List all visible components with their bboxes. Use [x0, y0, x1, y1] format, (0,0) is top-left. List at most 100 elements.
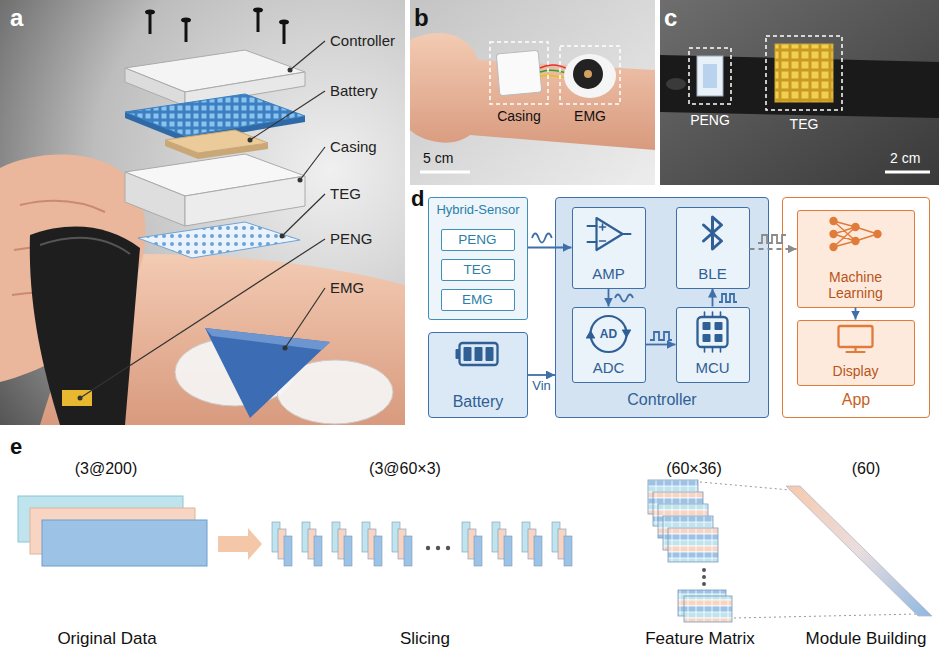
battery-holder — [125, 94, 305, 136]
part-label: Controller — [330, 32, 395, 49]
controller-box: Controller AMP BLE AD ADC MCU — [555, 197, 769, 418]
app-box: AppMachine LearningDisplay — [782, 197, 930, 418]
slice-group — [404, 536, 412, 566]
ellipsis-dots — [702, 575, 706, 579]
screw — [185, 20, 188, 42]
panel-background — [0, 0, 405, 425]
panel-letter: e — [10, 434, 22, 459]
part-label: PENG — [690, 112, 730, 128]
module-box: BLE — [676, 207, 750, 289]
module-box: AD ADC — [572, 307, 646, 383]
teg-part — [138, 222, 300, 258]
wrist-illustration — [0, 0, 405, 425]
stage-label: Slicing — [400, 629, 450, 649]
module-box: AMP — [572, 207, 646, 289]
ellipsis-dots — [702, 582, 706, 586]
icon — [677, 308, 748, 354]
controller-part — [125, 50, 305, 106]
leader-line — [290, 41, 325, 70]
stage-label: Module Building — [806, 629, 927, 649]
module-box: MCU — [676, 307, 750, 383]
leader-line — [285, 288, 325, 348]
icon-shape — [702, 322, 710, 330]
icon-stroke — [833, 221, 877, 247]
icon-shape — [851, 222, 859, 230]
node-label: MCU — [680, 359, 746, 376]
dimension-label: (60) — [852, 460, 880, 478]
part-label: Casing — [330, 138, 377, 155]
icon-shape — [873, 229, 881, 237]
electrode-pad — [564, 54, 616, 98]
slice-group — [344, 536, 352, 566]
icon-shape — [851, 236, 859, 244]
arm — [410, 33, 655, 150]
projection-line — [700, 482, 790, 490]
icon-shape — [456, 349, 460, 359]
dashed-frame — [490, 42, 548, 104]
feature-matrix — [684, 596, 732, 622]
feature-matrix — [648, 480, 732, 622]
icon-stroke — [587, 226, 630, 242]
peng-photo-inner — [703, 64, 717, 88]
dashed-frame — [560, 46, 620, 104]
part-label: Battery — [330, 82, 378, 99]
connector — [528, 247, 572, 249]
leader-line — [80, 239, 325, 398]
leader-dot — [280, 234, 285, 239]
scale-bar — [885, 171, 930, 174]
icon-stroke — [599, 224, 605, 241]
part-label: Casing — [497, 108, 541, 124]
band-highlight — [40, 238, 130, 254]
connector — [608, 289, 610, 307]
node-label: Display — [801, 363, 911, 379]
leader-dot — [78, 396, 83, 401]
scale-label: 2 cm — [890, 150, 920, 166]
casing-part — [125, 172, 185, 226]
leader-line — [250, 91, 325, 140]
node-label: ADC — [576, 359, 642, 376]
connector — [855, 308, 857, 320]
photo-worn-device — [410, 0, 655, 185]
node-label: Controller — [559, 391, 765, 409]
sensor-box: EMG — [441, 289, 515, 311]
slice-group — [564, 536, 572, 566]
teg-photo — [775, 44, 833, 102]
ellipsis-dots — [426, 546, 430, 550]
panel-letter: d — [411, 186, 424, 211]
icon — [429, 333, 526, 377]
scale-label: 5 cm — [423, 150, 453, 166]
projection-line — [734, 614, 918, 618]
screw — [253, 8, 263, 13]
signal-wave — [532, 234, 786, 341]
signal-strip — [42, 520, 207, 566]
battery-part — [165, 130, 268, 159]
icon — [677, 208, 748, 256]
panel-background — [660, 0, 939, 185]
slice-group — [374, 536, 382, 566]
icon-shape — [460, 343, 498, 365]
leader-dot — [298, 178, 303, 183]
emg-sensor — [205, 328, 330, 418]
square-wave — [719, 294, 737, 302]
icon — [798, 321, 913, 357]
icon-shape — [829, 242, 837, 250]
icon-stroke — [846, 347, 864, 352]
sensor-group: Hybrid-SensorPENGTEGEMG — [428, 197, 528, 320]
node-label: AMP — [576, 265, 642, 282]
leader-line — [282, 194, 325, 236]
slice-group — [474, 536, 482, 566]
leader-dot — [248, 138, 253, 143]
screw — [279, 20, 289, 25]
screw — [145, 8, 289, 45]
ellipsis-dots — [426, 546, 706, 586]
battery-part — [165, 130, 268, 153]
slice-group — [534, 536, 542, 566]
part-label: EMG — [574, 108, 606, 124]
icon-stroke — [703, 217, 721, 249]
icon-shape — [697, 317, 727, 347]
sine-wave — [532, 234, 552, 243]
casing-part — [185, 176, 305, 226]
battery-box: Battery — [428, 332, 528, 418]
node-label: AD — [576, 327, 642, 341]
panel-letter: a — [10, 4, 23, 32]
